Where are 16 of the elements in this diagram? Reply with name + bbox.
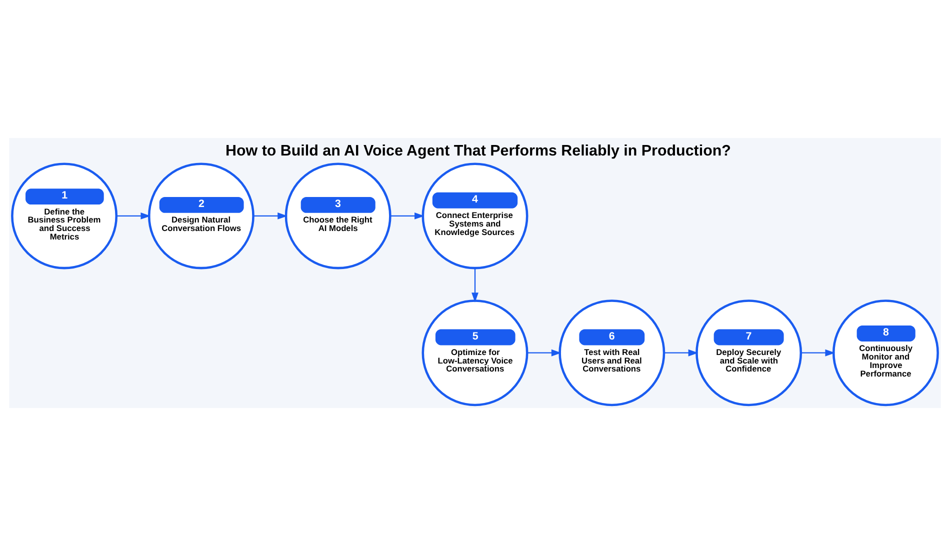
- node-circle: 5 Optimize for Low-Latency Voice Conversations: [422, 300, 528, 406]
- arrow: [116, 212, 151, 220]
- arrow: [472, 268, 478, 302]
- node-circle: 3 Choose the Right AI Models: [284, 162, 392, 270]
- node-circle: 7 Deploy Securely and Scale with Confidence: [696, 300, 802, 406]
- arrow: [527, 349, 562, 356]
- arrow: [800, 349, 836, 356]
- diagram-title: How to Build an AI Voice Agent That Performs Reliably in Production?: [226, 142, 731, 160]
- node-circle: 2 Design Natural Conversation Flows: [148, 162, 254, 270]
- node-circle: 1 Define the Business Problem and Success Metrics: [11, 162, 118, 270]
- node-circle: 8 Continuously Monitor and Improve Performance: [832, 300, 939, 406]
- arrow: [253, 212, 288, 220]
- arrow: [664, 349, 698, 356]
- node-circle: 6 Test with Real Users and Real Conversations: [558, 300, 666, 406]
- arrow: [390, 212, 424, 220]
- node-circle: 4 Connect Enterprise Systems and Knowledge Sources: [422, 162, 528, 270]
